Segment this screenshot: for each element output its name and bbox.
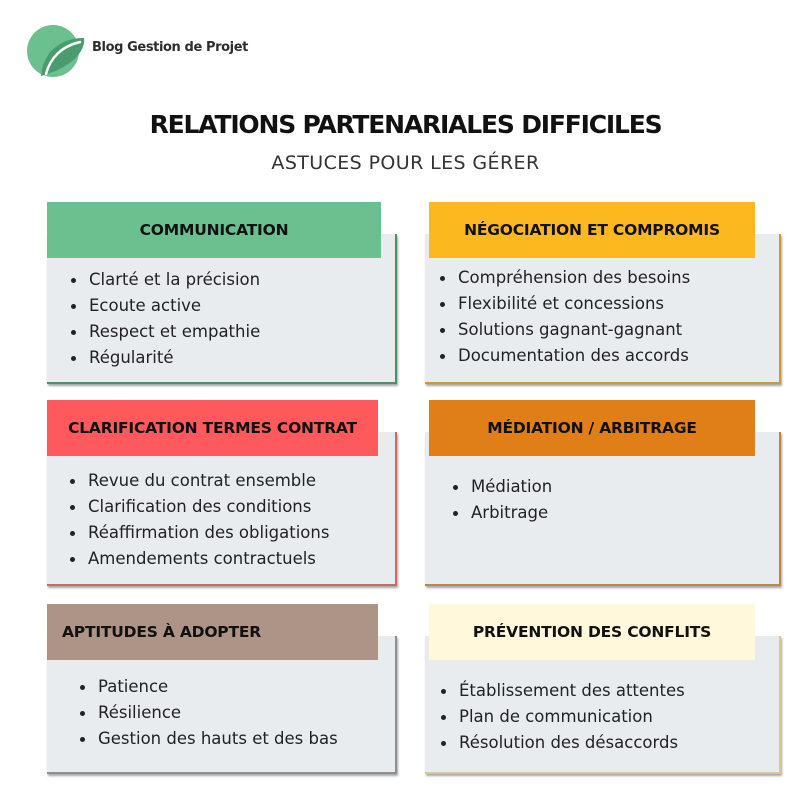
list-item: Amendements contractuels — [66, 546, 329, 572]
card-header: CLARIFICATION TERMES CONTRAT — [47, 400, 378, 456]
card-clarification: CLARIFICATION TERMES CONTRAT Revue du co… — [47, 400, 397, 586]
brand-name: Blog Gestion de Projet — [92, 40, 248, 55]
list-item: Patience — [76, 674, 338, 700]
list-item: Plan de communication — [437, 704, 685, 730]
card-header: APTITUDES À ADOPTER — [47, 604, 378, 660]
card-list: Clarté et la précision Ecoute active Res… — [67, 267, 260, 371]
page-subtitle: ASTUCES POUR LES GÉRER — [271, 152, 540, 174]
card-communication: COMMUNICATION Clarté et la précision Eco… — [47, 202, 397, 384]
list-item: Solutions gagnant-gagnant — [436, 317, 690, 343]
card-list: Médiation Arbitrage — [449, 474, 552, 526]
card-mediation: MÉDIATION / ARBITRAGE Médiation Arbitrag… — [425, 400, 781, 586]
list-item: Réaffirmation des obligations — [66, 520, 329, 546]
list-item: Gestion des hauts et des bas — [76, 726, 338, 752]
card-body — [47, 234, 397, 384]
card-body — [425, 234, 781, 384]
card-header: PRÉVENTION DES CONFLITS — [429, 604, 755, 660]
card-body — [47, 432, 397, 586]
card-header: NÉGOCIATION ET COMPROMIS — [429, 202, 755, 258]
card-list: Revue du contrat ensemble Clarification … — [66, 468, 329, 572]
card-body — [425, 432, 781, 586]
card-aptitudes: APTITUDES À ADOPTER Patience Résilience … — [47, 604, 397, 774]
list-item: Compréhension des besoins — [436, 265, 690, 291]
brand-logo-icon — [27, 25, 85, 77]
card-prevention: PRÉVENTION DES CONFLITS Établissement de… — [425, 604, 781, 774]
card-list: Patience Résilience Gestion des hauts et… — [76, 674, 338, 752]
list-item: Ecoute active — [67, 293, 260, 319]
list-item: Flexibilité et concessions — [436, 291, 690, 317]
list-item: Revue du contrat ensemble — [66, 468, 329, 494]
list-item: Régularité — [67, 345, 260, 371]
list-item: Résilience — [76, 700, 338, 726]
list-item: Établissement des attentes — [437, 678, 685, 704]
list-item: Clarté et la précision — [67, 267, 260, 293]
card-list: Établissement des attentes Plan de commu… — [437, 678, 685, 756]
list-item: Médiation — [449, 474, 552, 500]
card-header: COMMUNICATION — [47, 202, 381, 258]
page-title: RELATIONS PARTENARIALES DIFFICILES — [149, 110, 663, 139]
list-item: Clarification des conditions — [66, 494, 329, 520]
list-item: Documentation des accords — [436, 343, 690, 369]
card-list: Compréhension des besoins Flexibilité et… — [436, 265, 690, 369]
list-item: Résolution des désaccords — [437, 730, 685, 756]
list-item: Arbitrage — [449, 500, 552, 526]
list-item: Respect et empathie — [67, 319, 260, 345]
card-header: MÉDIATION / ARBITRAGE — [429, 400, 755, 456]
card-negociation: NÉGOCIATION ET COMPROMIS Compréhension d… — [425, 202, 781, 384]
